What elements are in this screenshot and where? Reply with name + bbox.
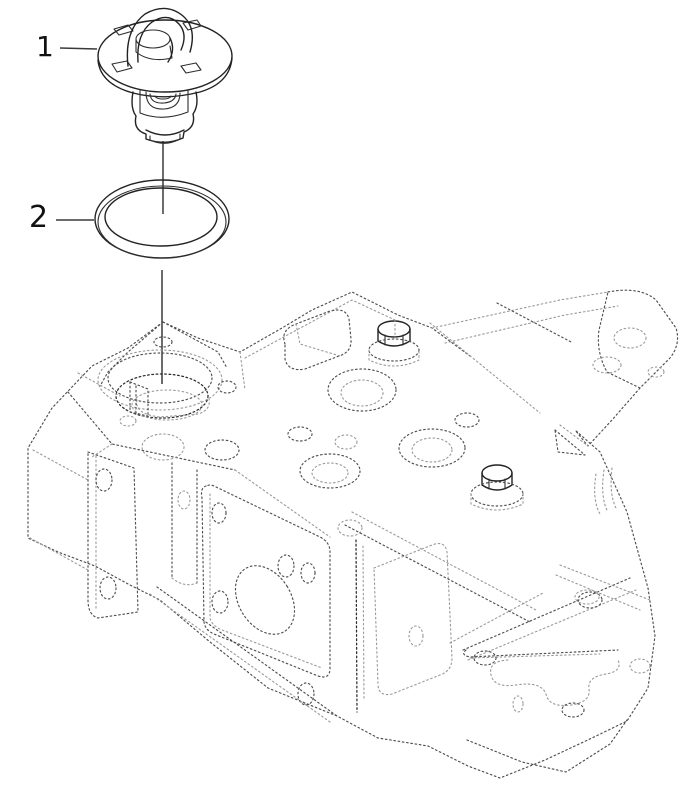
- valve-spring-seats: [141, 368, 480, 489]
- side-bracket: [87, 451, 139, 619]
- leader-lines: [56, 47, 164, 384]
- hex-bolt-upper: [368, 320, 420, 367]
- thermostat-port-boss: [97, 321, 237, 427]
- right-face: [344, 511, 637, 696]
- lower-right-flange: [449, 564, 651, 773]
- front-flange-plate: [200, 484, 331, 706]
- gasket-ring-drawing: [94, 179, 230, 259]
- thermostat-drawing: [97, 7, 233, 144]
- callout-label-2: 2: [29, 200, 49, 235]
- cylinder-head-drawing: [27, 289, 679, 779]
- callout-1-leader-line: [59, 47, 98, 50]
- hex-bolt-lower: [470, 464, 524, 511]
- callout-label-1: 1: [36, 30, 54, 63]
